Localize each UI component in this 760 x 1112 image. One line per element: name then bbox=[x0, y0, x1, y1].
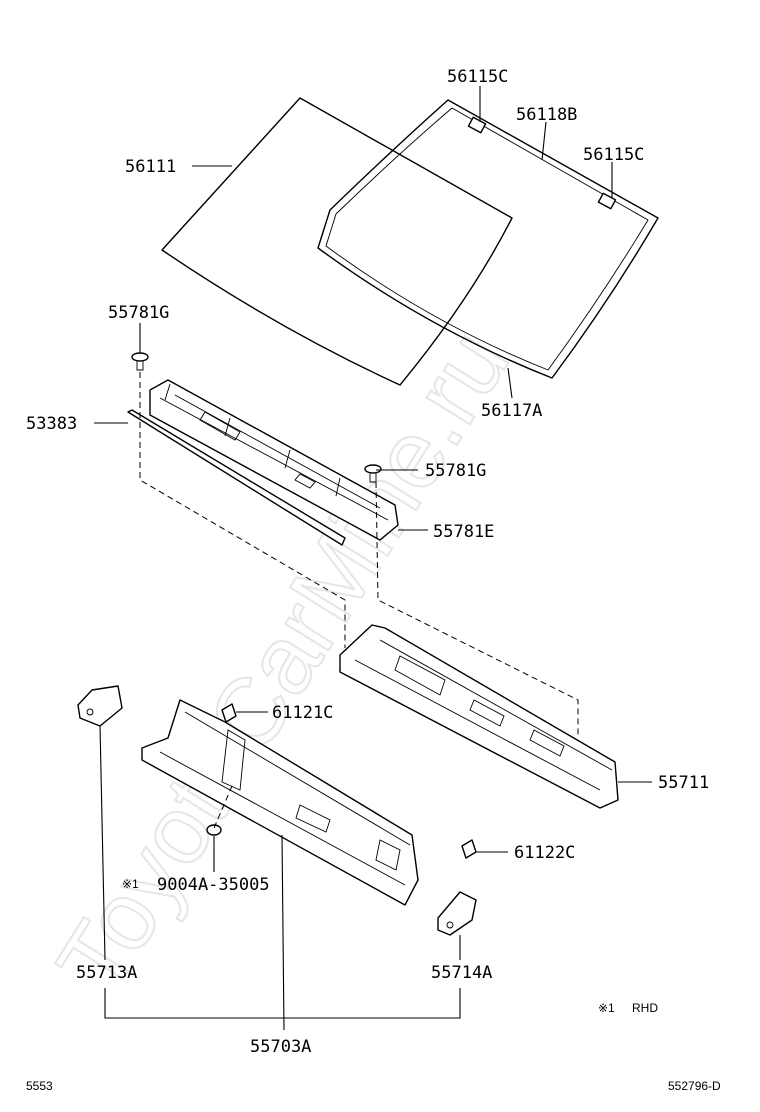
label-55781g-top: 55781G bbox=[108, 303, 169, 323]
label-56115c-right: 56115C bbox=[583, 145, 644, 165]
rhd-note-text: RHD bbox=[632, 1001, 658, 1015]
windshield-moulding[interactable] bbox=[317, 99, 659, 379]
clip-55781g-top[interactable] bbox=[131, 352, 149, 371]
moulding-clip-right[interactable] bbox=[597, 192, 617, 210]
label-53383: 53383 bbox=[26, 414, 77, 434]
label-55713a: 55713A bbox=[76, 963, 137, 983]
label-55781g-mid: 55781G bbox=[425, 461, 486, 481]
rhd-note-mark: ※1 bbox=[598, 1001, 615, 1015]
footer-left-code: 5553 bbox=[26, 1079, 53, 1093]
label-55714a: 55714A bbox=[431, 963, 492, 983]
bracket-61122c[interactable] bbox=[461, 839, 477, 859]
footer-right-code: 552796-D bbox=[668, 1079, 721, 1093]
label-55781e: 55781E bbox=[433, 522, 494, 542]
ref-mark: ※1 bbox=[122, 877, 139, 891]
cowl-top-panel[interactable] bbox=[339, 624, 619, 809]
clip-55781g-mid[interactable] bbox=[364, 464, 382, 483]
cowl-seal[interactable] bbox=[127, 409, 346, 546]
cowl-side-panel-right[interactable] bbox=[437, 891, 477, 936]
label-55703a: 55703A bbox=[250, 1037, 311, 1057]
cowl-side-panel-left[interactable] bbox=[77, 685, 123, 727]
label-61121c: 61121C bbox=[272, 703, 333, 723]
moulding-clip-top[interactable] bbox=[467, 116, 487, 134]
label-56111: 56111 bbox=[125, 157, 176, 177]
label-55711: 55711 bbox=[658, 773, 709, 793]
bracket-61121c[interactable] bbox=[221, 703, 237, 723]
windshield-glass[interactable] bbox=[161, 97, 513, 386]
cowl-louver[interactable] bbox=[149, 379, 399, 541]
label-56117a: 56117A bbox=[481, 401, 542, 421]
cowl-panel-sub-assembly[interactable] bbox=[141, 699, 419, 906]
grommet-9004a[interactable] bbox=[206, 824, 222, 836]
label-61122c: 61122C bbox=[514, 843, 575, 863]
label-56115c-top: 56115C bbox=[447, 67, 508, 87]
label-9004a-35005: 9004A-35005 bbox=[157, 875, 270, 895]
label-56118b: 56118B bbox=[516, 105, 577, 125]
